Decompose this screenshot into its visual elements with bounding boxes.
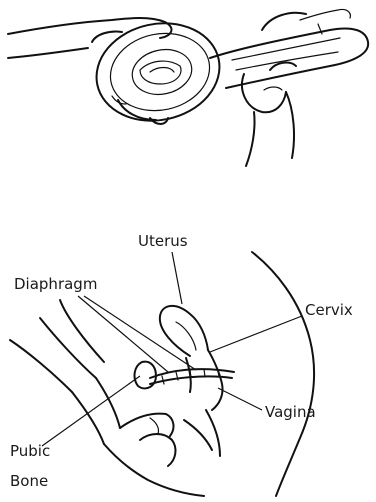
leader-pubic-bone bbox=[42, 376, 140, 446]
leader-diaphragm-a bbox=[78, 296, 168, 372]
leader-uterus bbox=[172, 252, 182, 304]
label-uterus: Uterus bbox=[138, 232, 188, 250]
right-hand-outline bbox=[262, 13, 306, 30]
diaphragm-disc bbox=[87, 12, 228, 132]
pubic-bone-shape bbox=[135, 362, 156, 389]
abdomen-contour bbox=[60, 300, 104, 362]
uterus-shape bbox=[160, 306, 208, 356]
label-bone: Bone bbox=[10, 472, 48, 490]
label-vagina: Vagina bbox=[265, 403, 316, 421]
leader-cervix bbox=[210, 316, 302, 352]
label-cervix: Cervix bbox=[305, 301, 353, 319]
applicator-outline bbox=[210, 29, 368, 89]
vaginal-canal bbox=[208, 350, 223, 410]
body-back-contour bbox=[252, 252, 314, 496]
left-hand-outline bbox=[8, 18, 171, 38]
label-diaphragm: Diaphragm bbox=[14, 275, 97, 293]
leader-vagina bbox=[218, 388, 262, 410]
hand-holding-diaphragm-illustration bbox=[8, 9, 368, 166]
label-pubic: Pubic bbox=[10, 442, 50, 460]
